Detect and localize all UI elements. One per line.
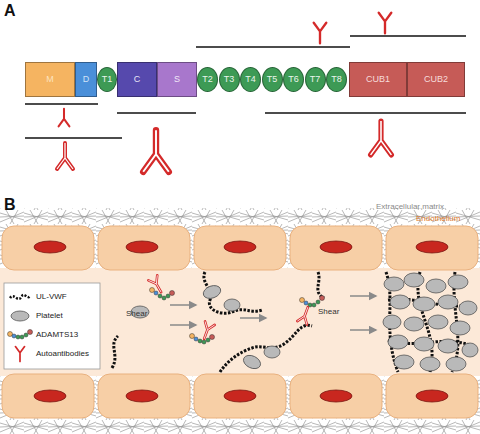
- legend-text: Autoantibodies: [36, 349, 89, 358]
- tsp1-repeat-circle: T6: [283, 67, 304, 92]
- legend-text: Platelet: [36, 311, 63, 320]
- flow-label: Shear: [318, 307, 339, 316]
- tsp1-repeat-circle: T8: [326, 67, 347, 92]
- epitope-lines: [25, 36, 466, 138]
- shear-arrows: [170, 296, 376, 330]
- panel-letter: A: [4, 2, 16, 20]
- domain-label: CUB2: [424, 75, 448, 84]
- domain-label: D: [83, 75, 90, 84]
- domain-label: T5: [267, 75, 278, 84]
- domain-label: M: [46, 75, 54, 84]
- vwf-strings: [112, 272, 470, 372]
- domain-label: T2: [202, 75, 213, 84]
- legend-samples: [8, 295, 33, 362]
- tsp1-repeat-circle: T4: [240, 67, 261, 92]
- domain-box: M: [25, 62, 75, 97]
- domain-box: C: [117, 62, 157, 97]
- extracellular-matrix: [0, 208, 480, 434]
- domain-label: C: [134, 75, 141, 84]
- tsp1-repeat-circle: T1: [97, 67, 117, 92]
- autoantibody-symbols: [57, 13, 391, 172]
- flow-label: Shear: [126, 309, 147, 318]
- tsp1-repeat-circle: T5: [262, 67, 283, 92]
- panel-letter: B: [4, 196, 16, 214]
- endothelial-cells: [2, 226, 478, 418]
- lumen-autoantibodies: [148, 275, 312, 340]
- region-label: Extracellular matrix: [376, 202, 444, 211]
- domain-label: T4: [245, 75, 256, 84]
- vessel-lumen: [0, 268, 480, 376]
- domain-label: T1: [102, 75, 113, 84]
- domain-box: D: [75, 62, 97, 97]
- domain-label: T6: [288, 75, 299, 84]
- domain-label: T3: [224, 75, 235, 84]
- legend-text: UL-VWF: [36, 292, 67, 301]
- region-label: Endothelium: [416, 214, 460, 223]
- adamts13-molecules: [150, 288, 325, 345]
- domain-box: CUB2: [407, 62, 465, 97]
- tsp1-repeat-circle: T3: [219, 67, 240, 92]
- domain-label: CUB1: [366, 75, 390, 84]
- tsp1-repeat-circle: T2: [197, 67, 218, 92]
- legend-box: [4, 283, 100, 369]
- domain-box: CUB1: [349, 62, 407, 97]
- domain-label: S: [174, 75, 180, 84]
- tsp1-repeat-circle: T7: [305, 67, 326, 92]
- domain-label: T7: [310, 75, 321, 84]
- platelets: [131, 273, 478, 371]
- domain-box: S: [157, 62, 197, 97]
- domain-label: T8: [331, 75, 342, 84]
- legend-text: ADAMTS13: [36, 330, 78, 339]
